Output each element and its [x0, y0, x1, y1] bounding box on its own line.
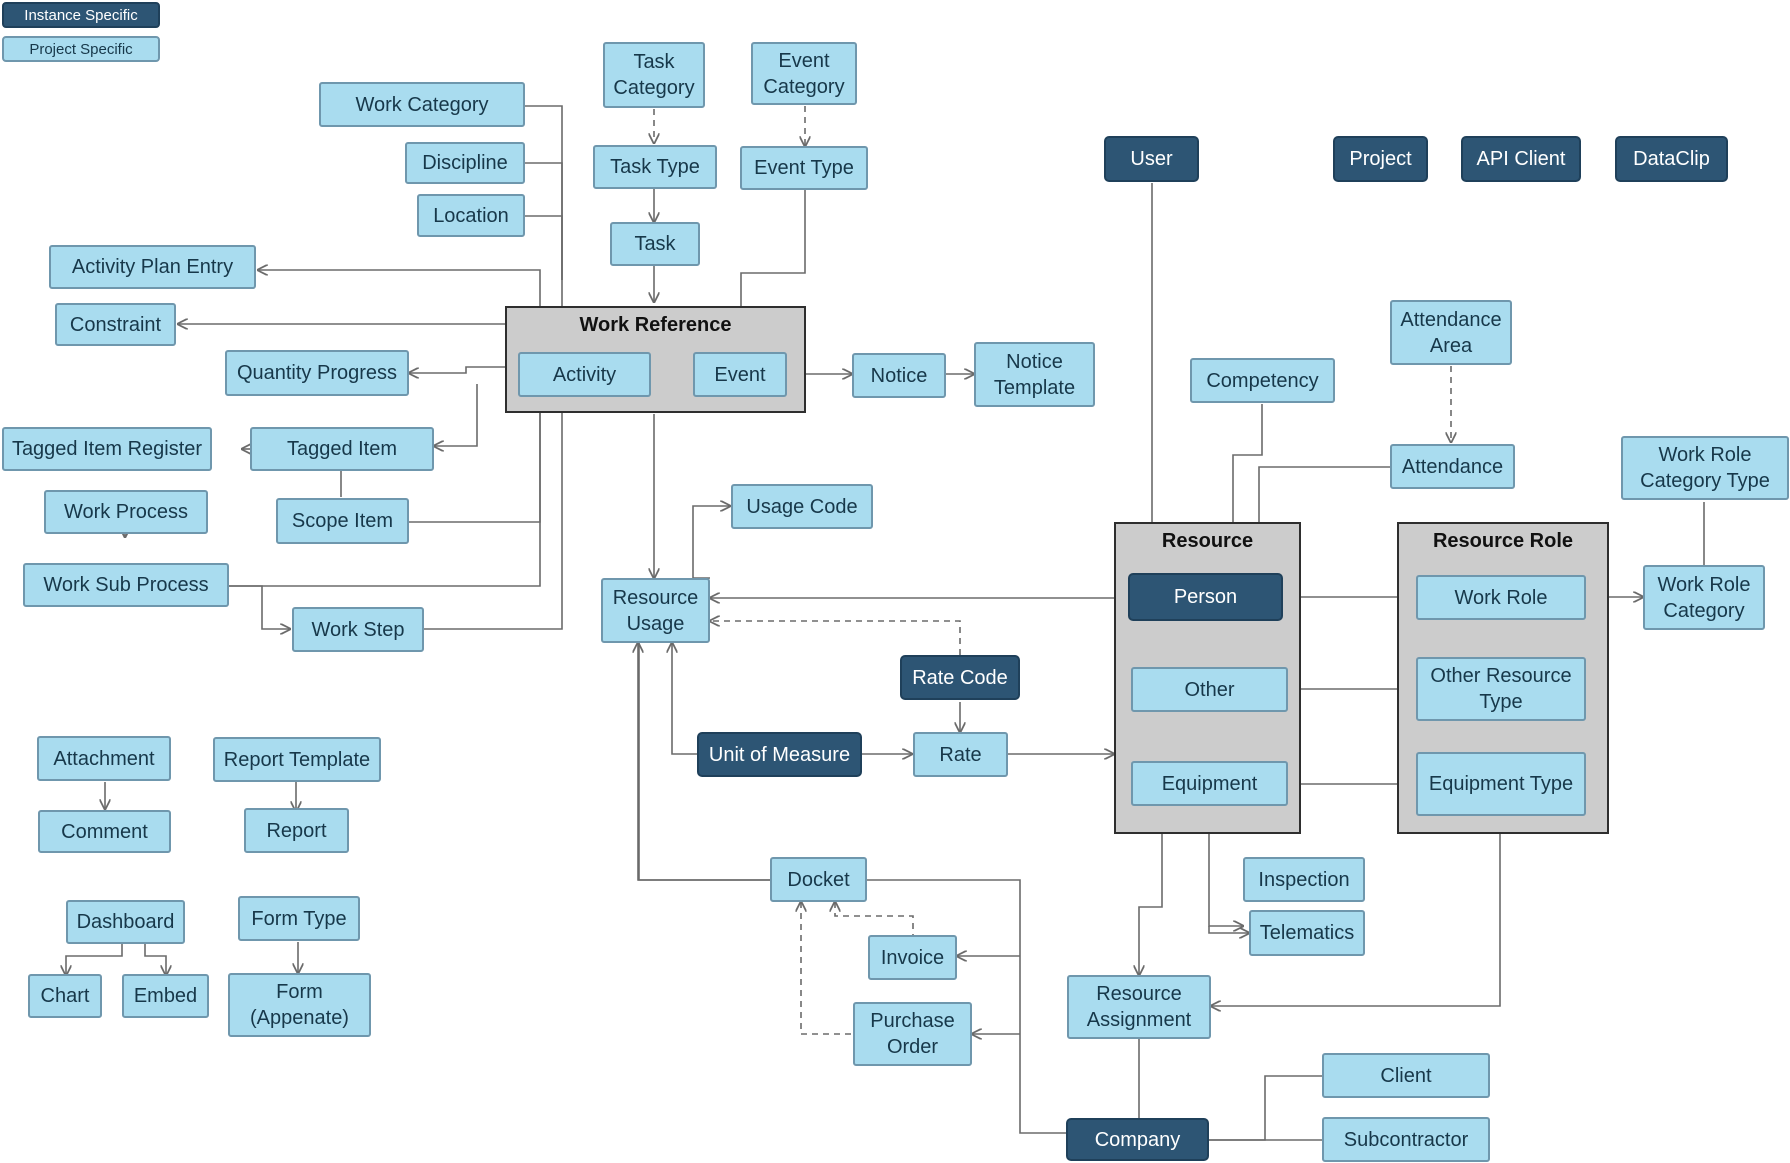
resource-role-title: Resource Role [1432, 530, 1574, 552]
node-dashboard[interactable]: Dashboard [66, 900, 185, 944]
node-api-client[interactable]: API Client [1461, 136, 1581, 182]
legend-project-specific: Project Specific [2, 36, 160, 62]
node-form-appenate[interactable]: Form (Appenate) [228, 973, 371, 1037]
node-discipline[interactable]: Discipline [405, 142, 525, 184]
node-purchase-order[interactable]: Purchase Order [853, 1002, 972, 1066]
node-activity-plan-entry[interactable]: Activity Plan Entry [49, 245, 256, 289]
node-chart[interactable]: Chart [28, 974, 102, 1018]
node-notice-template[interactable]: Notice Template [974, 342, 1095, 407]
node-work-role[interactable]: Work Role [1416, 575, 1586, 620]
node-invoice[interactable]: Invoice [868, 935, 957, 980]
node-form-type[interactable]: Form Type [238, 896, 360, 941]
node-report[interactable]: Report [244, 808, 349, 853]
node-competency[interactable]: Competency [1190, 358, 1335, 403]
node-event-category[interactable]: Event Category [751, 42, 857, 105]
node-resource-assignment[interactable]: Resource Assignment [1067, 975, 1211, 1039]
node-rate[interactable]: Rate [913, 732, 1008, 777]
node-inspection[interactable]: Inspection [1243, 857, 1365, 902]
node-work-role-category-type[interactable]: Work Role Category Type [1621, 436, 1789, 500]
node-task-category[interactable]: Task Category [603, 42, 705, 108]
node-tagged-item-register[interactable]: Tagged Item Register [2, 427, 212, 471]
node-unit-of-measure[interactable]: Unit of Measure [697, 732, 862, 777]
node-work-step[interactable]: Work Step [292, 607, 424, 652]
node-quantity-progress[interactable]: Quantity Progress [225, 350, 409, 396]
node-attendance-area[interactable]: Attendance Area [1390, 300, 1512, 365]
node-other[interactable]: Other [1131, 667, 1288, 712]
node-notice[interactable]: Notice [852, 353, 946, 398]
node-scope-item[interactable]: Scope Item [276, 498, 409, 544]
node-task-type[interactable]: Task Type [593, 145, 717, 189]
node-tagged-item[interactable]: Tagged Item [250, 427, 434, 471]
node-dataclip[interactable]: DataClip [1615, 136, 1728, 182]
node-location[interactable]: Location [417, 194, 525, 237]
node-attendance[interactable]: Attendance [1390, 444, 1515, 489]
node-subcontractor[interactable]: Subcontractor [1322, 1117, 1490, 1162]
node-event-type[interactable]: Event Type [740, 146, 868, 190]
node-embed[interactable]: Embed [122, 974, 209, 1018]
node-equipment[interactable]: Equipment [1131, 761, 1288, 806]
node-work-category[interactable]: Work Category [319, 82, 525, 127]
node-work-process[interactable]: Work Process [44, 490, 208, 534]
node-work-sub-process[interactable]: Work Sub Process [23, 563, 229, 607]
node-constraint[interactable]: Constraint [55, 303, 176, 346]
resource-title: Resource [1161, 530, 1254, 552]
node-report-template[interactable]: Report Template [213, 737, 381, 782]
node-project[interactable]: Project [1333, 136, 1428, 182]
node-task[interactable]: Task [610, 222, 700, 266]
node-telematics[interactable]: Telematics [1249, 910, 1365, 956]
node-event[interactable]: Event [693, 352, 787, 397]
node-attachment[interactable]: Attachment [37, 736, 171, 781]
work-reference-title: Work Reference [579, 314, 732, 336]
node-docket[interactable]: Docket [770, 857, 867, 902]
node-resource-usage[interactable]: Resource Usage [601, 578, 710, 643]
node-usage-code[interactable]: Usage Code [731, 484, 873, 529]
node-equipment-type[interactable]: Equipment Type [1416, 752, 1586, 816]
node-company[interactable]: Company [1066, 1118, 1209, 1161]
node-user[interactable]: User [1104, 136, 1199, 182]
node-comment[interactable]: Comment [38, 810, 171, 853]
node-person[interactable]: Person [1128, 573, 1283, 621]
node-rate-code[interactable]: Rate Code [900, 655, 1020, 700]
node-other-resource-type[interactable]: Other Resource Type [1416, 657, 1586, 721]
node-work-role-category[interactable]: Work Role Category [1643, 565, 1765, 630]
node-activity[interactable]: Activity [518, 352, 651, 397]
legend-instance-specific: Instance Specific [2, 2, 160, 28]
node-client[interactable]: Client [1322, 1053, 1490, 1098]
